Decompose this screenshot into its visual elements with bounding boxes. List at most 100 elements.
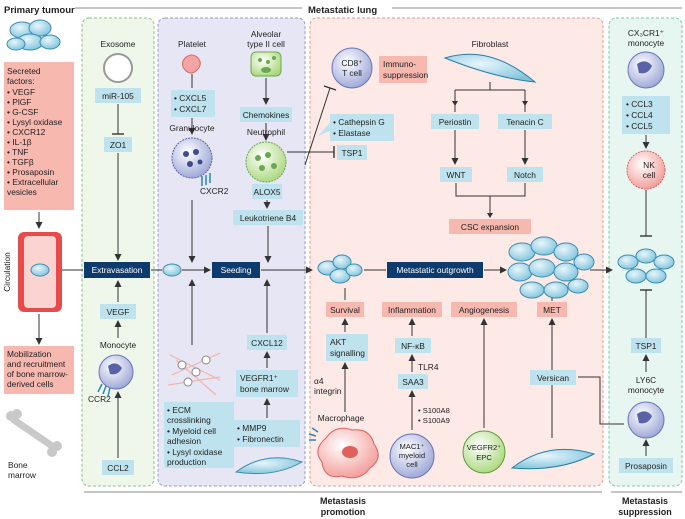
mac1-label: cell xyxy=(406,460,418,469)
leukotriene-box xyxy=(233,210,303,225)
nfkb-label: NF-κB xyxy=(401,341,425,351)
tsp1-suppression-label: TSP1 xyxy=(636,341,657,351)
cxcr2-label: CXCR2 xyxy=(200,186,229,196)
extravasation-box xyxy=(84,262,150,278)
exosome-label: Exosome xyxy=(101,39,136,49)
mac1-label: myeloid xyxy=(399,451,425,460)
micrometastasis-cluster-icon xyxy=(317,254,363,284)
secreted-item: • IL-1β xyxy=(7,137,32,147)
inflammation-box xyxy=(382,302,442,317)
ccl-item: • CCL4 xyxy=(626,110,653,120)
vegfr2-label: VEGFR2⁺ xyxy=(467,443,501,452)
survival-label: Survival xyxy=(330,305,360,315)
akt-box xyxy=(326,334,368,361)
bone-icon xyxy=(6,409,62,457)
ccl-item: • CCL3 xyxy=(626,99,653,109)
integrin-label: integrin xyxy=(314,386,342,396)
prosaposin-label: Prosaposin xyxy=(625,461,667,471)
inflammation-label: Inflammation xyxy=(388,305,436,315)
ecm-fibres-icon xyxy=(167,352,221,396)
cathepsin-item: • Elastase xyxy=(333,128,371,138)
immuno-label: suppression xyxy=(383,70,429,80)
header-primary-tumour: Primary tumour xyxy=(4,5,75,16)
bone-marrow-label: marrow xyxy=(8,470,37,480)
s100-item: • S100A9 xyxy=(418,416,450,425)
secreted-item: • G-CSF xyxy=(7,107,38,117)
tenacin-box xyxy=(498,114,552,129)
ly6c-monocyte-icon xyxy=(627,401,665,439)
mmp-item: • MMP9 xyxy=(237,423,267,433)
ccl-item: • CCL5 xyxy=(626,121,653,131)
footer-promotion-line1: Metastasis xyxy=(320,496,366,506)
tlr4-label: TLR4 xyxy=(418,362,439,372)
fibroblast-branch-lines xyxy=(454,82,526,112)
met-box xyxy=(537,302,567,317)
angiogenesis-box xyxy=(451,302,517,317)
secreted-item: • PlGF xyxy=(7,97,31,107)
secreted-item: • TNF xyxy=(7,147,28,157)
mobilization-box xyxy=(4,346,74,394)
secreted-item: • TGFβ xyxy=(7,157,34,167)
extravasation-label: Extravasation xyxy=(92,265,143,275)
monocyte-label: Monocyte xyxy=(100,340,137,350)
bone-marrow-label: Bone xyxy=(8,460,28,470)
integrin-label: α4 xyxy=(314,376,324,386)
vegfr2-epc-icon xyxy=(462,430,506,474)
versican-label: Versican xyxy=(537,373,569,383)
header-metastatic-lung: Metastatic lung xyxy=(308,5,377,16)
metastasis-cluster-icon xyxy=(507,236,595,299)
seeding-box xyxy=(212,262,260,278)
secreted-item: • Lysyl oxidase xyxy=(7,117,63,127)
mir105-box xyxy=(95,88,141,103)
granulocyte-cell-icon xyxy=(171,137,213,186)
callout-tail xyxy=(318,120,332,136)
footer-promotion-line2: promotion xyxy=(321,507,366,517)
secreted-factors-box xyxy=(4,62,74,210)
secreted-item: • Prosaposin xyxy=(7,167,55,177)
ccr2-label: CCR2 xyxy=(88,394,111,404)
ecm-item: adhesion xyxy=(167,436,201,446)
survival-box xyxy=(326,302,364,317)
vegf-box xyxy=(100,304,136,319)
mmp-item: • Fibronectin xyxy=(237,434,284,444)
immuno-label: Immuno- xyxy=(383,59,416,69)
cxcl12-label: CXCL12 xyxy=(251,338,283,348)
exosome-icon xyxy=(103,53,133,83)
prosaposin-box xyxy=(619,458,673,473)
tenacin-label: Tenacin C xyxy=(506,117,543,127)
mac1-label: MAC1⁺ xyxy=(399,442,424,451)
cd8-label: T cell xyxy=(342,68,362,78)
alox5-box xyxy=(252,184,282,199)
cd8-t-cell-icon xyxy=(331,47,373,89)
vegf-label: VEGF xyxy=(107,307,130,317)
csc-box xyxy=(449,219,531,234)
cathepsin-item: • Cathepsin G xyxy=(333,117,385,127)
cx3cr1-label: CX₃CR1⁺ xyxy=(628,28,664,38)
wnt-notch-merge xyxy=(455,183,526,214)
alveolar-cell-icon xyxy=(250,51,282,77)
nk-label: NK xyxy=(643,160,655,170)
secreted-factor-list: • VEGF • PlGF • G-CSF • Lysyl oxidase • … xyxy=(7,87,63,197)
ccl-box xyxy=(622,96,670,134)
ly6c-label: LY6C xyxy=(636,375,656,385)
fibroblast-icon xyxy=(443,53,537,83)
merge-arrowhead xyxy=(487,213,493,218)
monocyte-top-label: monocyte xyxy=(628,38,665,48)
zo1-box xyxy=(104,137,132,152)
secreted-item: • VEGF xyxy=(7,87,35,97)
vegfr1-label: bone marrow xyxy=(240,384,290,394)
ccl2-label: CCL2 xyxy=(107,463,129,473)
suppressed-cluster-icon xyxy=(617,248,675,284)
versican-box xyxy=(530,370,576,385)
cd8-label: CD8⁺ xyxy=(341,58,362,68)
mobilization-line: derived cells xyxy=(7,379,54,389)
csc-label: CSC expansion xyxy=(461,222,520,232)
mac1-cell-icon xyxy=(389,433,435,479)
ecm-item: crosslinking xyxy=(167,415,211,425)
granulocyte-label: Granulocyte xyxy=(169,123,214,133)
ecm-item: • ECM xyxy=(167,405,191,415)
secreted-title-1: Secreted xyxy=(7,66,41,76)
periostin-label: Periostin xyxy=(439,117,472,127)
ccl2-box xyxy=(102,460,134,475)
